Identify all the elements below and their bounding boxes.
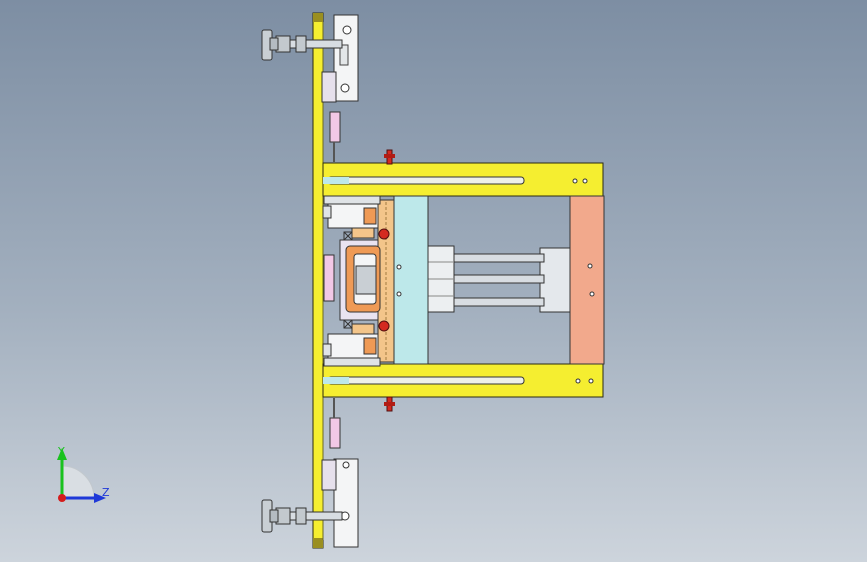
top-rod-shaft — [281, 39, 343, 49]
triad-y-arrowhead — [57, 448, 67, 460]
cyan-plate-bolt-upper — [396, 264, 402, 270]
guide-rod-middle — [439, 274, 545, 284]
red-fitting-top — [384, 149, 395, 165]
bottom-pink-spacer — [329, 417, 341, 449]
bottom-rubber-pad-stem — [269, 509, 279, 523]
spring-pin-lower — [378, 320, 390, 332]
mold-lower-orange-block — [363, 337, 377, 355]
bottom-rod-shaft — [281, 511, 343, 521]
top-bracket-hole-upper — [342, 25, 352, 35]
cylinder-block — [539, 247, 571, 313]
bottom-lock-nut — [295, 507, 307, 525]
top-beam-slot — [327, 176, 525, 185]
triad-z-label: Z — [102, 486, 110, 499]
bottom-beam-bolt-b — [588, 378, 594, 384]
mold-cross-mark-upper — [343, 231, 353, 241]
spring-pin-upper — [378, 228, 390, 240]
mold-core — [355, 265, 377, 295]
bottom-bracket-hole-upper — [342, 461, 350, 469]
guide-rod-lower — [439, 297, 545, 307]
top-beam-bolt-b — [582, 178, 588, 184]
top-rubber-pad-stem — [269, 37, 279, 51]
top-clamp-assembly — [261, 14, 359, 162]
bottom-white-bracket — [333, 458, 359, 548]
triad-xz-plane — [61, 465, 95, 499]
mold-side-hook-upper — [322, 205, 332, 219]
salmon-end-block — [569, 195, 605, 365]
triad-x-origin — [58, 494, 66, 502]
top-beam-bolt-a — [572, 178, 578, 184]
mold-side-hook-lower — [322, 343, 332, 357]
mold-lower-cap — [323, 357, 381, 367]
bottom-beam-bolt-a — [575, 378, 581, 384]
top-bracket-hole-lower — [340, 83, 350, 93]
salmon-bolt-upper — [587, 263, 593, 269]
mold-cross-d — [343, 319, 353, 329]
plate-bottom-cap — [313, 538, 323, 548]
salmon-bolt-lower — [589, 291, 595, 297]
plate-top-cap — [313, 13, 323, 22]
top-lock-nut — [295, 35, 307, 53]
cyan-press-plate — [393, 195, 429, 365]
mold-upper-orange-pad — [351, 227, 375, 239]
bottom-clamp-assembly — [261, 398, 359, 548]
top-bracket-slot — [339, 44, 349, 66]
mold-assembly — [322, 195, 390, 367]
red-fitting-bottom — [384, 396, 395, 412]
mold-cross-b — [343, 231, 353, 241]
mold-upper-orange-block — [363, 207, 377, 225]
top-beam-cyan-insert — [323, 177, 349, 184]
triad-z-arrowhead — [94, 493, 106, 503]
triad-y-label: Y — [57, 445, 65, 458]
bottom-bracket-boss — [321, 459, 337, 491]
guide-rod-upper — [439, 253, 545, 263]
mold-left-pink-strip — [323, 254, 335, 302]
bottom-beam-slot — [327, 376, 525, 385]
top-pink-spacer — [329, 111, 341, 143]
mold-cross-mark-lower — [343, 319, 353, 329]
orientation-triad[interactable]: Y Z — [40, 436, 130, 516]
top-bracket-boss — [321, 71, 337, 103]
mold-upper-cap — [323, 195, 381, 205]
bottom-beam-cyan-insert — [323, 377, 349, 384]
cyan-plate-bolt-lower — [396, 291, 402, 297]
mold-lower-orange-pad — [351, 323, 375, 335]
